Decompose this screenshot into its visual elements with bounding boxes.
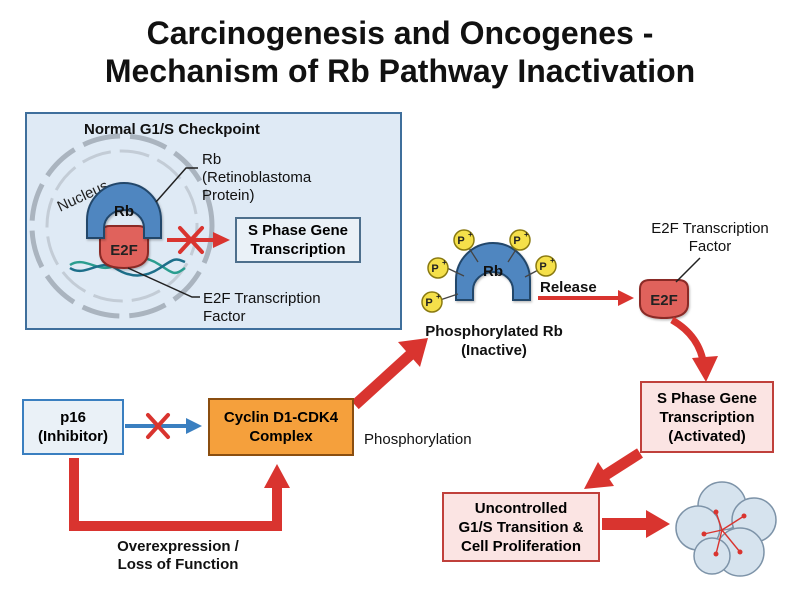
transcription-to-proliferation-arrow [584, 448, 643, 489]
e2f-factor-label: E2F Transcription Factor [651, 220, 769, 255]
overexpression-arrow [69, 458, 290, 531]
phosphate-icon: P P P P P + + + + + [421, 229, 557, 313]
rb-label-phosphorylated: Rb [483, 263, 503, 280]
p16-box: p16 (Inhibitor) [22, 399, 124, 455]
e2f-protein-normal [99, 225, 149, 270]
phosphate-label: P [539, 261, 546, 273]
e2f-label-normal: E2F [110, 242, 138, 259]
e2f-callout-text: E2F Transcription Factor [203, 290, 321, 325]
svg-text:+: + [524, 230, 529, 239]
rb-callout-line [155, 167, 198, 203]
overexpression-label: Overexpression / Loss of Function [117, 538, 239, 573]
panel-heading: Normal G1/S Checkpoint [84, 121, 260, 138]
rb-protein-normal [86, 182, 162, 239]
s-phase-box-activated: S Phase Gene Transcription (Activated) [640, 381, 774, 453]
rb-callout-text: Rb (Retinoblastoma Protein) [202, 151, 312, 204]
svg-text:+: + [436, 292, 441, 301]
phosphorylated-rb-caption: Phosphorylated Rb (Inactive) [425, 323, 563, 359]
e2f-label-free: E2F [650, 292, 678, 309]
title-line-1: Carcinogenesis and Oncogenes - [146, 15, 654, 51]
e2f-protein-free [639, 279, 689, 320]
phosphate-label: P [513, 235, 520, 247]
inhibition-x-icon [178, 226, 204, 254]
s-phase-box-normal: S Phase Gene Transcription [235, 217, 361, 263]
svg-text:+: + [442, 258, 447, 267]
phosphate-label: P [457, 235, 464, 247]
phosphorylation-label: Phosphorylation [364, 431, 472, 448]
cyclin-d1-cdk4-box: Cyclin D1-CDK4 Complex [208, 398, 354, 456]
svg-text:+: + [550, 256, 555, 265]
title-line-2: Mechanism of Rb Pathway Inactivation [104, 53, 696, 89]
phosphorylation-arrow [351, 338, 428, 410]
proliferation-arrow [602, 510, 670, 538]
phosphate-label: P [425, 297, 432, 309]
inhibition-x-icon-p16 [146, 413, 170, 439]
uncontrolled-proliferation-box: Uncontrolled G1/S Transition & Cell Prol… [442, 492, 600, 562]
release-arrow [538, 290, 634, 306]
nucleus-membrane [29, 133, 215, 319]
page-title: Carcinogenesis and Oncogenes - Mechanism… [0, 14, 800, 90]
cell-cluster-icon [675, 481, 777, 577]
e2f-factor-callout-line [675, 257, 701, 283]
svg-text:+: + [468, 230, 473, 239]
e2f-callout-line [127, 267, 200, 298]
rb-label-normal: Rb [114, 203, 134, 220]
phosphate-label: P [431, 263, 438, 275]
release-label: Release [540, 279, 597, 296]
e2f-to-transcription-arrow [670, 316, 718, 382]
